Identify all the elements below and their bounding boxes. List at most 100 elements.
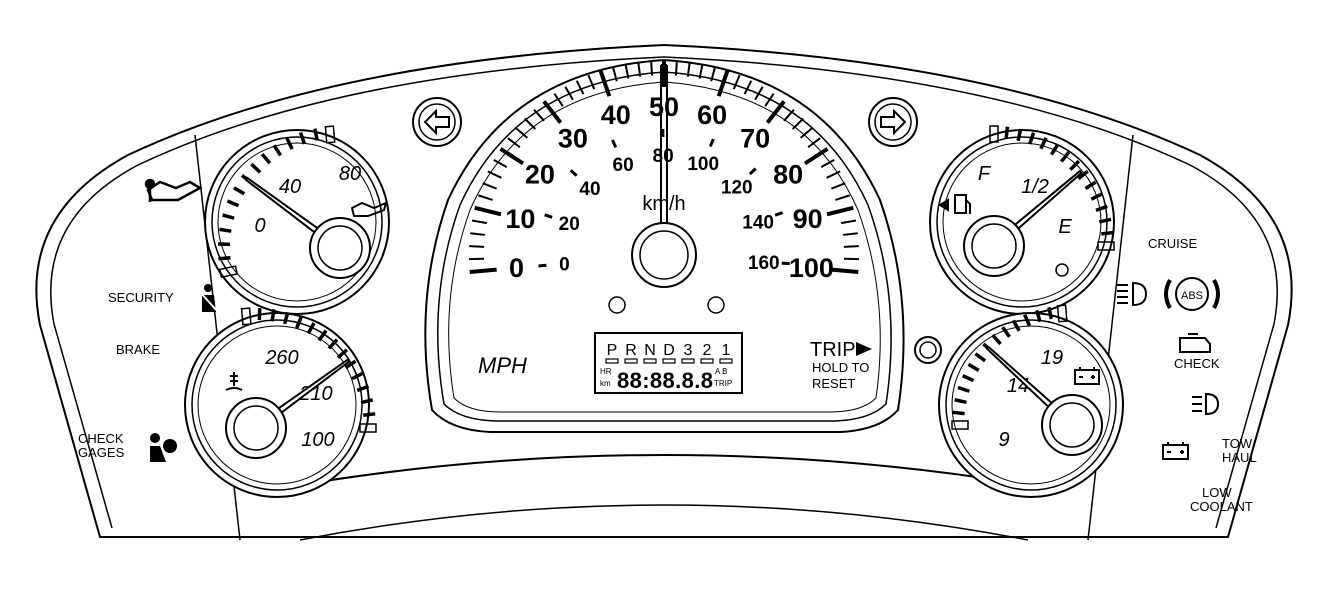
speedometer-tick (499, 147, 525, 166)
speedometer-tick (469, 267, 497, 274)
abs-label: ABS (1181, 290, 1203, 302)
gauge-hub (963, 215, 1025, 277)
gear-R: R (625, 342, 637, 359)
gauge-label-E: E (1058, 216, 1072, 238)
unit-kmh: km/h (642, 193, 685, 215)
speedometer-tick (523, 117, 537, 130)
gauge-tick (954, 398, 967, 404)
gear-2: 2 (703, 342, 712, 359)
gauge-hub (225, 397, 287, 459)
speedometer-tick (686, 61, 691, 77)
gauge-tick (226, 199, 240, 208)
speedometer-tick (533, 108, 545, 122)
gear-indicator (681, 358, 695, 364)
gauge-label-19: 19 (1041, 347, 1063, 369)
kmh-tick (538, 263, 547, 268)
gauge-tick (1028, 132, 1036, 145)
gauge-tick (1084, 180, 1097, 191)
speedometer-tick (674, 60, 678, 76)
gauge-tick (974, 352, 987, 363)
kmh-tick (611, 139, 618, 148)
engine-check-icon (1179, 333, 1211, 353)
speedometer-tick (800, 127, 813, 139)
speedometer-tick (587, 74, 596, 90)
gauge-bezel-inner (197, 325, 357, 485)
speedometer-tick (515, 127, 528, 139)
mph-label-40: 40 (601, 100, 631, 130)
fuel-gauge: F1/2E (929, 125, 1115, 315)
gauge-tick (344, 359, 357, 370)
speedometer-tick (650, 60, 654, 76)
speedometer-tick (469, 245, 485, 248)
coolant-temp-icon (225, 372, 243, 391)
gear-D: D (663, 342, 675, 359)
speedometer-tick (830, 182, 846, 190)
gear-indicator (605, 358, 619, 364)
gauge-tick (1077, 169, 1089, 181)
gauge-hub-inner (971, 223, 1017, 269)
speedometer-tick (743, 80, 753, 95)
speedometer-tick (754, 86, 764, 101)
kmh-tick (569, 169, 578, 177)
speedometer-tick (470, 232, 486, 236)
gauge-tick (336, 348, 349, 359)
kmh-label-0: 0 (559, 255, 570, 276)
gear-indicator (662, 358, 676, 364)
turn-right-icon (868, 97, 918, 147)
odometer-digits: 88:88.8.8 (617, 368, 713, 393)
gauge-tick (363, 412, 376, 417)
mph-label-0: 0 (509, 253, 524, 283)
low-coolant-label-2: COOLANT (1190, 499, 1253, 514)
speedometer-hub (631, 222, 697, 288)
mph-label-50: 50 (649, 92, 679, 122)
speedometer-tick (507, 137, 521, 148)
gauge-label-80: 80 (339, 163, 361, 185)
speedometer-tick (482, 182, 498, 190)
headlight-icon (1117, 281, 1148, 307)
gauge-label-0: 0 (254, 215, 265, 237)
gauge-hub (309, 217, 371, 279)
brake-label: BRAKE (116, 342, 160, 357)
gauge-end-marker (359, 423, 377, 433)
speedometer-tick (471, 219, 488, 225)
turn-left-icon (412, 97, 462, 147)
speedometer-tick (764, 93, 775, 107)
speedometer-tick (826, 205, 854, 217)
gauge-hub-inner (317, 225, 363, 271)
gauge-tick (1016, 128, 1023, 142)
kmh-label-140: 140 (742, 212, 774, 233)
speedometer-tick (831, 267, 859, 274)
speedometer-tick (474, 205, 502, 217)
gauge-bezel-mid (945, 319, 1117, 491)
fog-light-icon (1192, 392, 1220, 416)
ab-label: A B (715, 367, 727, 376)
gauge-tick (272, 144, 283, 157)
gauge-tick (356, 384, 370, 393)
fuel-pump-icon (938, 194, 971, 214)
speedometer-tick (840, 219, 857, 225)
unit-mph: MPH (478, 353, 527, 378)
speedometer-tick (493, 158, 508, 169)
gauge-tick (282, 311, 290, 325)
gauge-end-marker (218, 265, 239, 279)
tow-label-1: TOW/ (1222, 436, 1256, 451)
speedometer-tick (710, 66, 717, 82)
gear-3: 3 (684, 342, 693, 359)
trip-small-label: TRIP (714, 379, 732, 388)
gauge-tick (1011, 319, 1021, 332)
gauge-tick (233, 186, 246, 196)
reset-label: RESET (812, 376, 855, 391)
speedometer-tick (791, 117, 805, 130)
gauge-tick (218, 255, 231, 261)
gauge-hub (1041, 394, 1103, 456)
abs-icon: ABS (1164, 277, 1220, 311)
kmh-label-20: 20 (559, 214, 580, 235)
trip-label: TRIP (810, 339, 856, 361)
gauge-tick (1001, 326, 1011, 338)
speedometer-ticks (469, 60, 859, 274)
